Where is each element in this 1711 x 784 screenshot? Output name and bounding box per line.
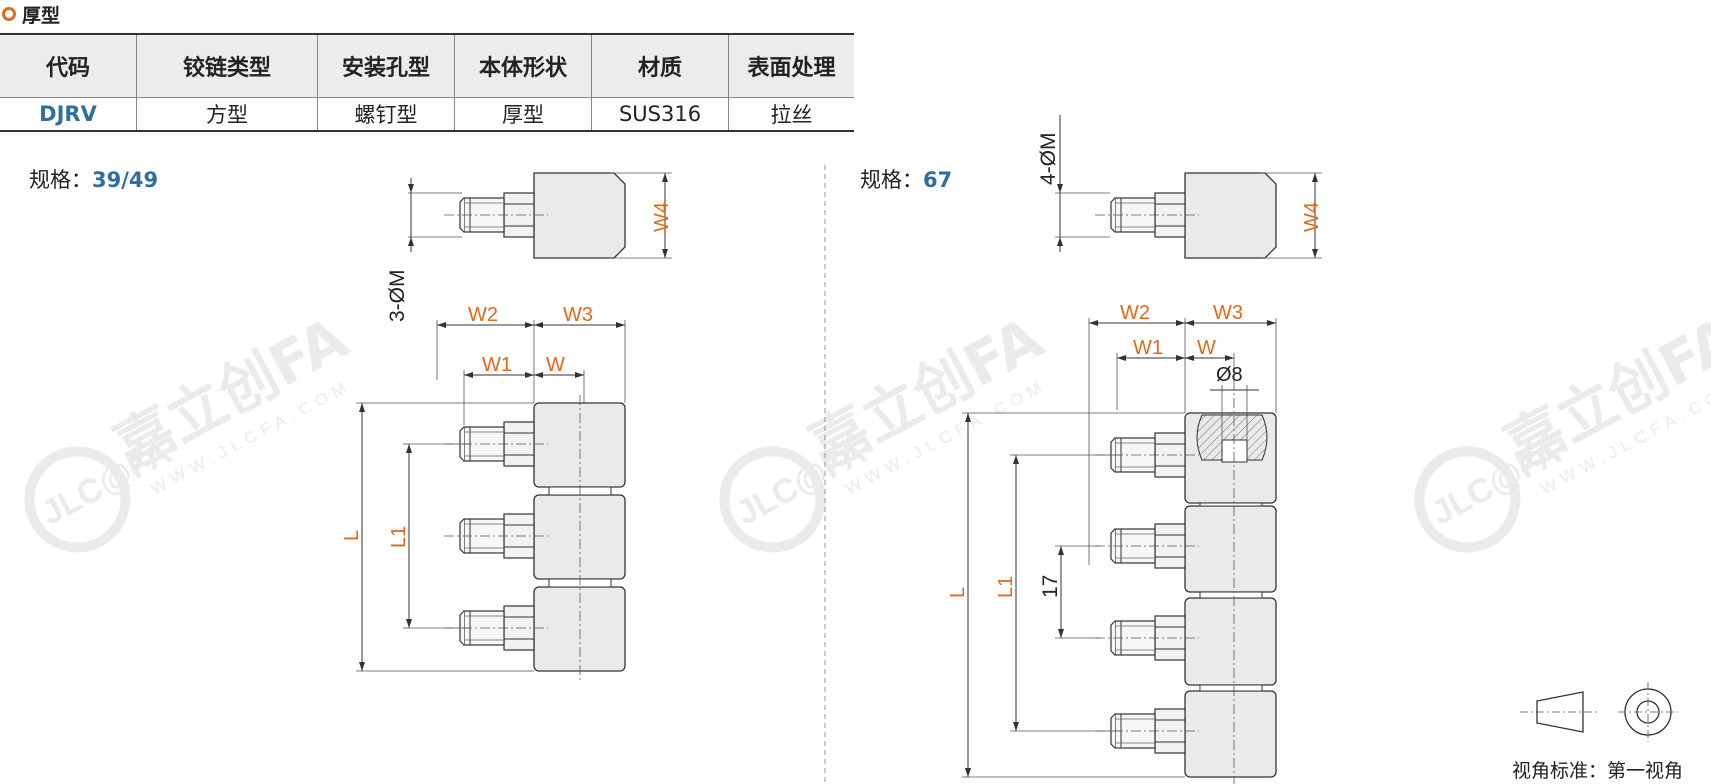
cell-hole-type: 螺钉型 [317,97,455,131]
dim-l1-right: L1 [995,576,1017,598]
col-body-shape: 本体形状 [454,34,592,98]
dim-w2-right: W2 [1120,302,1150,324]
dim-w-left: W [546,354,565,376]
left-top-view: W4 3-ØM [386,172,673,323]
cell-surface: 拉丝 [770,103,813,127]
col-hole-type: 安装孔型 [317,34,455,98]
left-front-view: W2 W3 W1 W L L1 [341,304,626,680]
dim-w1-left: W1 [482,354,512,376]
col-code: 代码 [0,34,137,98]
dim-l1-left: L1 [388,526,410,548]
dim-17: 17 [1039,575,1062,598]
cell-body-shape: 厚型 [454,97,592,131]
cell-material: SUS316 [591,97,729,131]
projection-caption: 视角标准：第一视角 [1512,760,1684,782]
dim-hole-left: 3-ØM [386,270,409,323]
right-front-view: W2 W3 W1 W Ø8 L L1 17 [947,302,1277,784]
watermark: JLC@FA 嘉立创FA WWW.JLCFA.COM JLC@FA 嘉立创FA … [24,304,1711,553]
dim-w2-left: W2 [468,304,498,326]
spec-right: 规格：67 [860,164,952,194]
col-material: 材质 [591,34,729,98]
table-row: DJRV 方型 螺钉型 厚型 SUS316 拉丝 [0,97,854,131]
dim-w1-right: W1 [1133,337,1163,359]
col-surface: 表面处理 [728,34,854,98]
dim-l-left: L [341,530,363,541]
spec-left-label: 规格： [29,168,92,192]
spec-right-value: 67 [923,168,953,192]
spec-right-label: 规格： [860,168,923,192]
right-top-view: W4 4-ØM [1037,115,1323,259]
dim-w4-right: W4 [1301,202,1323,232]
section-title: 厚型 [22,4,61,27]
ring-icon [2,7,16,21]
spec-left: 规格：39/49 [29,164,158,194]
spec-table: 代码 铰链类型 安装孔型 本体形状 材质 表面处理 DJRV 方型 螺钉型 厚型… [0,33,854,132]
spec-left-value: 39/49 [92,168,159,192]
first-angle-projection-icon [1520,682,1678,742]
cell-hinge-type: 方型 [136,97,318,131]
dim-w-right: W [1197,337,1216,359]
section-header: 厚型 [2,2,61,27]
dim-l-right: L [947,587,969,598]
dim-dia8: Ø8 [1216,364,1243,386]
col-hinge-type: 铰链类型 [136,34,318,98]
cell-code: DJRV [0,97,137,131]
dim-w3-left: W3 [563,304,593,326]
dim-w4-left: W4 [651,202,673,232]
dim-w3-right: W3 [1213,302,1243,324]
dim-hole-right: 4-ØM [1037,133,1060,186]
table-header-row: 代码 铰链类型 安装孔型 本体形状 材质 表面处理 [0,34,854,98]
